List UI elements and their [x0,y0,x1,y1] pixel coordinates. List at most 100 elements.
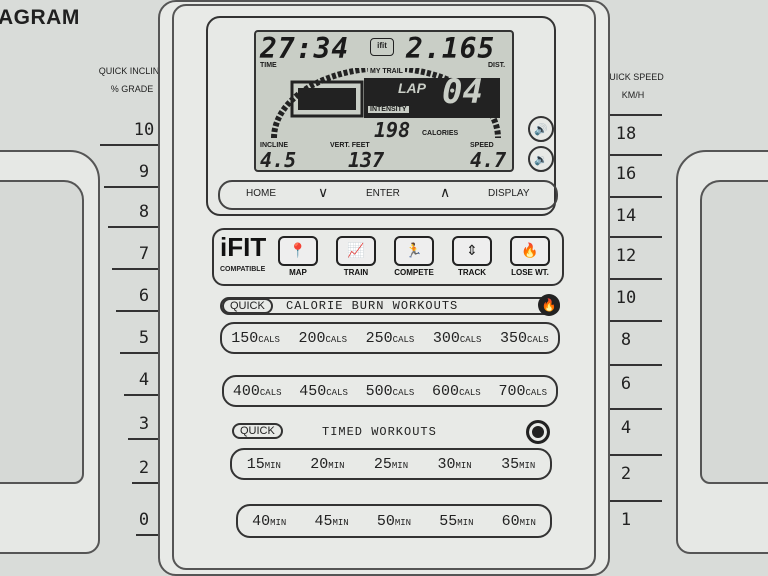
calorie-workout-unit: CALS [258,334,280,345]
speed-level-8[interactable]: 2 [620,464,632,484]
home-button[interactable]: HOME [246,188,276,199]
calorie-workout-button[interactable]: 300CALS [433,330,482,347]
calorie-workout-unit: CALS [392,387,415,398]
incline-scale-title: QUICK INCLINE [98,66,166,76]
calorie-workout-unit: CALS [392,334,415,345]
calorie-workout-button[interactable]: 450CALS [299,383,348,400]
calorie-workout-button[interactable]: 500CALS [366,383,415,400]
timed-workout-value: 55 [439,512,458,530]
calorie-workout-value: 350 [500,329,528,347]
distance-label: DIST. [488,62,506,69]
timed-workout-button[interactable]: 45MIN [314,513,348,530]
speed-tick [592,278,662,280]
speed-level-3[interactable]: 12 [615,246,637,266]
speed-level-4[interactable]: 10 [615,288,637,308]
speed-level-7[interactable]: 4 [620,418,632,438]
speed-level-5[interactable]: 8 [620,330,632,350]
timed-workout-button[interactable]: 25MIN [374,456,408,473]
timed-workout-unit: MIN [519,460,536,471]
timed-workout-value: 60 [501,512,520,530]
calorie-workout-button[interactable]: 700CALS [498,383,547,400]
calorie-workout-unit: CALS [459,334,482,345]
ifit-compatible-label: COMPATIBLE [220,266,266,273]
distance-readout: 2.165 [406,32,496,65]
timed-workout-button[interactable]: 30MIN [437,456,471,473]
ifit-button-row [212,228,564,286]
timed-workout-unit: MIN [270,517,287,528]
incline-level-0[interactable]: 10 [133,120,155,140]
timed-workout-row-1: 15MIN 20MIN 25MIN 30MIN 35MIN [230,448,552,480]
navigation-bar [218,180,558,210]
incline-level-2[interactable]: 8 [138,202,150,222]
timed-workout-unit: MIN [519,517,536,528]
calorie-workout-value: 400 [232,382,260,400]
console-inner-frame [172,4,596,570]
incline-level-4[interactable]: 6 [138,286,150,306]
calorie-workout-value: 300 [432,329,460,347]
ifit-live-logo: ifit [370,38,394,56]
calorie-workout-unit: CALS [326,387,348,398]
timed-workout-button[interactable]: 20MIN [310,456,344,473]
map-pin-icon: 📍 [289,243,307,259]
ifit-compete-button[interactable]: 🏃 [394,236,434,266]
timed-workout-button[interactable]: 55MIN [439,513,473,530]
speed-level-9[interactable]: 1 [620,510,632,530]
down-button[interactable]: ∨ [318,184,329,200]
calorie-workout-button[interactable]: 250CALS [366,330,415,347]
incline-level-7[interactable]: 3 [138,414,150,434]
speed-tick [590,320,662,322]
volume-up-button[interactable]: 🔊 [528,116,554,142]
calorie-workout-unit: CALS [527,334,549,345]
lap-readout: 04 [442,72,483,112]
timed-workout-button[interactable]: 15MIN [247,456,281,473]
page-heading: AGRAM [0,6,80,29]
calorie-quick-line [220,297,560,315]
calorie-workout-unit: CALS [459,387,481,398]
incline-level-5[interactable]: 5 [138,328,150,348]
intensity-label: INTENSITY [368,106,409,113]
speed-level-2[interactable]: 14 [615,206,637,226]
incline-level-1[interactable]: 9 [138,162,150,182]
timed-workout-unit: MIN [394,517,412,528]
volume-down-button[interactable]: 🔉 [528,146,554,172]
incline-level-8[interactable]: 2 [138,458,150,478]
up-button[interactable]: ∧ [440,184,451,200]
calorie-workout-button[interactable]: 150CALS [231,330,280,347]
ifit-button-label: COMPETE [394,268,434,277]
lcd-display: 27:34 TIME ifit 2.165 DIST. MY TRAIL LAP… [254,30,514,172]
enter-button[interactable]: ENTER [366,188,400,199]
ifit-train-button[interactable]: 📈 [336,236,376,266]
ifit-track-button[interactable]: ⇕ [452,236,492,266]
calorie-workout-unit: CALS [325,334,348,345]
timed-workout-unit: MIN [328,460,345,471]
speed-level-1[interactable]: 16 [615,164,637,184]
calorie-workout-button[interactable]: 200CALS [298,330,347,347]
ifit-button-label: TRAIN [343,268,369,277]
speed-level-6[interactable]: 6 [620,374,632,394]
calorie-workout-button[interactable]: 600CALS [432,383,481,400]
calorie-workout-value: 250 [365,329,393,347]
flame-icon: 🔥 [521,243,539,259]
speed-level-0[interactable]: 18 [615,124,637,144]
timed-workout-unit: MIN [455,460,472,471]
speed-tick [600,114,662,116]
timed-workout-button[interactable]: 50MIN [377,513,411,530]
ifit-map-button[interactable]: 📍 [278,236,318,266]
timed-workout-button[interactable]: 60MIN [502,513,536,530]
calorie-workout-button[interactable]: 350CALS [500,330,549,347]
incline-level-6[interactable]: 4 [138,370,150,390]
incline-level-3[interactable]: 7 [138,244,150,264]
ifit-losewt-button[interactable]: 🔥 [510,236,550,266]
incline-label: INCLINE [260,142,288,149]
speed-tick [582,500,662,502]
volume-up-icon: 🔊 [534,122,548,136]
time-readout: 27:34 [260,32,350,65]
calorie-workouts-title: CALORIE BURN WORKOUTS [286,299,459,313]
timed-workout-unit: MIN [332,517,349,528]
timed-workout-button[interactable]: 35MIN [501,456,535,473]
calorie-workout-button[interactable]: 400CALS [233,383,282,400]
display-button[interactable]: DISPLAY [488,188,530,199]
incline-level-9[interactable]: 0 [138,510,150,530]
timed-workout-button[interactable]: 40MIN [252,513,286,530]
